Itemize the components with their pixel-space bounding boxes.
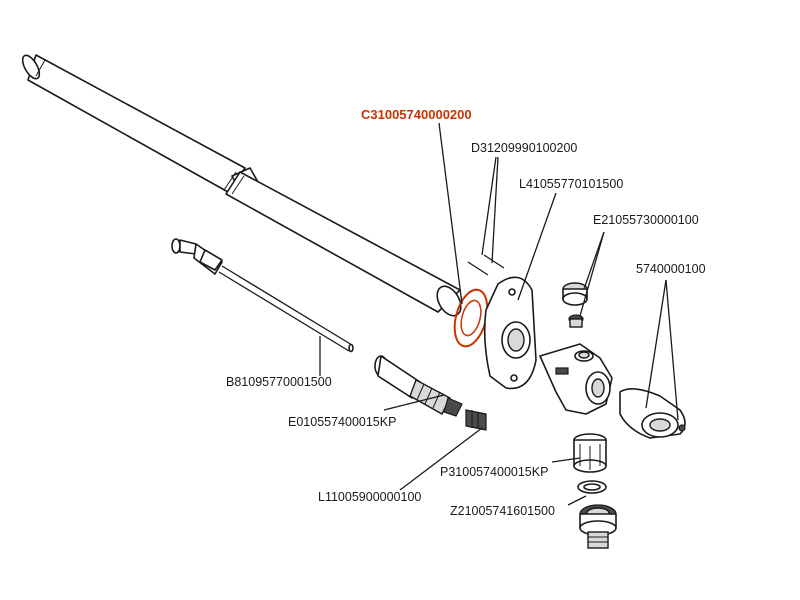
cap-part (619, 388, 686, 439)
seat-part (465, 409, 487, 431)
label-cap: 5740000100 (636, 262, 706, 276)
label-screw: D31209990100200 (471, 141, 577, 155)
pipe-body (21, 54, 462, 317)
label-seat: L11005900000100 (318, 490, 421, 504)
rod-assembly (171, 238, 354, 353)
part-labels: C31005740000200 D31209990100200 L4105577… (226, 107, 706, 518)
valve-body (539, 343, 613, 415)
small-washer-part (577, 480, 607, 494)
adapter-part (573, 433, 607, 473)
cartridge-assembly (374, 355, 463, 417)
leader-lines (319, 122, 679, 506)
label-vacuum-breaker: E21055730000100 (593, 213, 699, 227)
screw-parts (467, 254, 505, 276)
label-flange: L41055770101500 (519, 177, 623, 191)
vacuum-breaker-part (562, 282, 588, 328)
connector-part (579, 504, 617, 549)
flange-part (483, 276, 537, 390)
label-connector: Z21005741601500 (450, 504, 555, 518)
label-washer: C31005740000200 (361, 107, 472, 122)
label-rod: B81095770001500 (226, 375, 332, 389)
label-adapter: P310057400015KP (440, 465, 548, 479)
label-cartridge: E010557400015KP (288, 415, 396, 429)
